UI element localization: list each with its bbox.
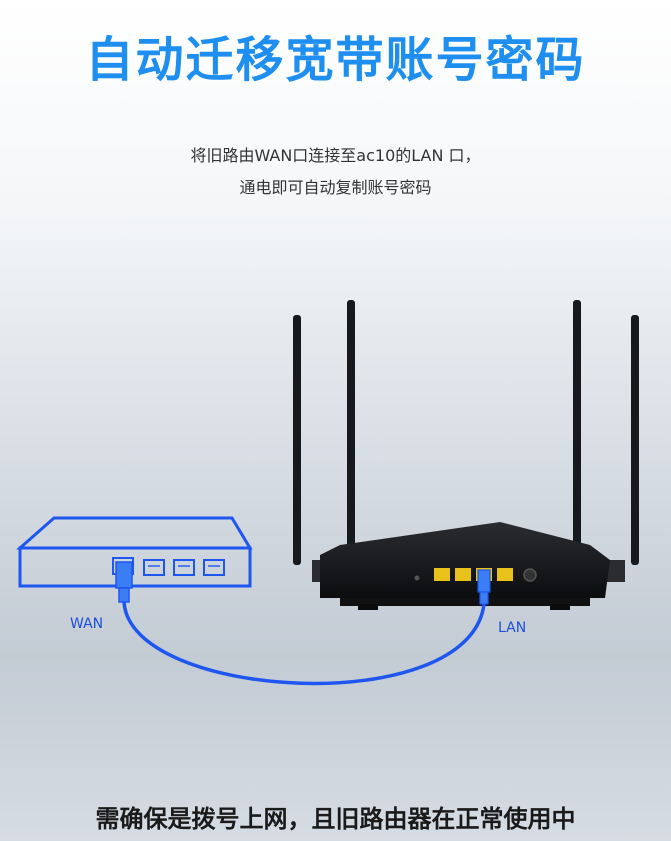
lan-plug-icon [477, 569, 491, 593]
ethernet-cable [122, 601, 486, 686]
footer-note: 需确保是拨号上网，且旧路由器在正常使用中 [95, 805, 576, 833]
subtitle-line-2: 通电即可自动复制账号密码 [239, 178, 432, 197]
page-title: 自动迁移宽带账号密码 [85, 32, 586, 88]
subtitle-line-1: 将旧路由WAN口连接至ac10的LAN 口， [190, 146, 481, 165]
old-router-ports [112, 557, 225, 576]
antenna-2 [347, 300, 355, 575]
wan-label: WAN [70, 616, 103, 632]
lan-label: LAN [498, 620, 526, 636]
wan-plug-icon [115, 561, 133, 589]
antenna-1 [293, 315, 301, 565]
antenna-3 [573, 300, 581, 575]
new-router-ac10 [293, 300, 639, 610]
antenna-4 [631, 315, 639, 565]
old-router-outline [16, 432, 253, 603]
